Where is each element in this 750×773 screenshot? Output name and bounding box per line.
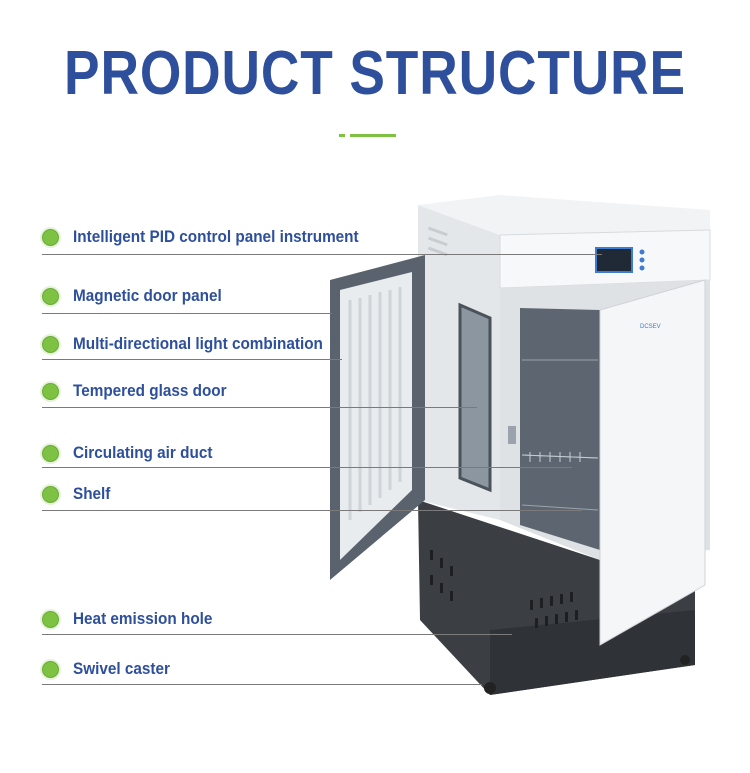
green-dot-icon xyxy=(42,660,59,678)
pointer-line xyxy=(42,510,582,511)
green-dot-icon xyxy=(42,228,59,246)
pointer-line xyxy=(42,634,512,635)
feature-item: Intelligent PID control panel instrument xyxy=(42,224,390,250)
feature-label: Multi-directional light combination xyxy=(73,334,323,353)
shelf xyxy=(521,452,599,462)
feature-label: Circulating air duct xyxy=(73,443,213,462)
pointer-line xyxy=(42,313,332,314)
pointer-line xyxy=(42,467,572,468)
feature-label: Swivel caster xyxy=(73,659,170,678)
heat-emission-holes xyxy=(430,550,578,628)
tempered-glass-door xyxy=(458,302,492,493)
feature-item: Multi-directional light combination xyxy=(42,331,351,357)
title-accent-bar xyxy=(350,134,396,137)
incubator-illustration: DCSEV xyxy=(330,195,711,695)
cabinet-top xyxy=(418,195,710,235)
green-dot-icon xyxy=(42,287,59,305)
feature-item: Heat emission hole xyxy=(42,606,228,632)
swivel-caster xyxy=(484,682,496,694)
feature-label: Intelligent PID control panel instrument xyxy=(73,227,359,246)
feature-item: Swivel caster xyxy=(42,656,181,682)
green-dot-icon xyxy=(42,335,59,353)
chamber xyxy=(520,308,600,550)
green-dot-icon xyxy=(42,444,59,462)
pointer-line xyxy=(42,254,602,255)
pointer-line xyxy=(42,407,477,408)
feature-label: Magnetic door panel xyxy=(73,286,222,305)
pid-display xyxy=(595,247,633,273)
feature-label: Tempered glass door xyxy=(73,381,227,400)
green-dot-icon xyxy=(42,485,59,503)
feature-label: Shelf xyxy=(73,484,111,503)
brand-logo: DCSEV xyxy=(640,324,661,330)
pointer-line xyxy=(42,684,482,685)
feature-item: Circulating air duct xyxy=(42,440,228,466)
pointer-line xyxy=(42,359,342,360)
feature-item: Magnetic door panel xyxy=(42,283,238,309)
feature-label: Heat emission hole xyxy=(73,609,213,628)
title-accent-dot xyxy=(339,134,345,137)
green-dot-icon xyxy=(42,382,59,400)
page-title: PRODUCT STRUCTURE xyxy=(64,39,686,108)
feature-item: Shelf xyxy=(42,481,115,507)
feature-item: Tempered glass door xyxy=(42,378,244,404)
right-door xyxy=(599,279,706,646)
circulating-air-duct xyxy=(340,272,412,560)
green-dot-icon xyxy=(42,610,59,628)
